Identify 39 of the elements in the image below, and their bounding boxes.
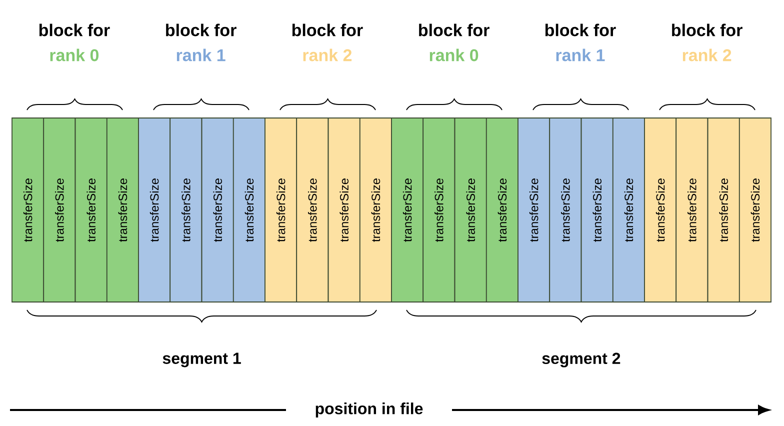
- cell: transferSize: [549, 118, 582, 302]
- cell: transferSize: [580, 118, 614, 302]
- rank-label: rank 1: [556, 48, 605, 62]
- cell: transferSize: [359, 118, 392, 302]
- cell: transferSize: [43, 118, 76, 302]
- cell: transferSize: [201, 118, 234, 302]
- cell: transferSize: [612, 118, 645, 302]
- block-label: block for: [292, 24, 363, 36]
- segment-label: segment 1: [162, 352, 241, 368]
- block-label: block for: [672, 24, 742, 36]
- cell: transferSize: [486, 118, 518, 302]
- cell: transferSize: [644, 118, 677, 302]
- rank-label: rank 1: [176, 48, 226, 62]
- cell: transferSize: [74, 118, 108, 302]
- segment-label: segment 2: [542, 352, 620, 368]
- block-label: block for: [39, 24, 110, 36]
- rank-label: rank 2: [682, 48, 732, 62]
- cell: transferSize: [707, 118, 740, 302]
- cell: transferSize: [296, 118, 329, 302]
- rank-label: rank 0: [50, 48, 99, 62]
- rank-label: rank 2: [303, 48, 352, 62]
- rank-label: rank 0: [430, 48, 478, 62]
- cell: transferSize: [328, 118, 360, 302]
- cell: transferSize: [454, 118, 487, 302]
- cell: transferSize: [264, 118, 298, 302]
- cell: transferSize: [518, 118, 550, 302]
- cell: transferSize: [106, 118, 139, 302]
- block-label: block for: [419, 24, 490, 36]
- cell: transferSize: [138, 118, 171, 302]
- cell: transferSize: [676, 118, 708, 302]
- cell: transferSize: [422, 118, 456, 302]
- cell: transferSize: [12, 118, 44, 302]
- block-label: block for: [545, 24, 616, 36]
- axis-label: position in file: [316, 402, 423, 418]
- cell: transferSize: [738, 118, 772, 302]
- cell: transferSize: [391, 118, 424, 302]
- block-label: block for: [166, 24, 236, 36]
- cell: transferSize: [232, 118, 266, 302]
- cell: transferSize: [170, 118, 202, 302]
